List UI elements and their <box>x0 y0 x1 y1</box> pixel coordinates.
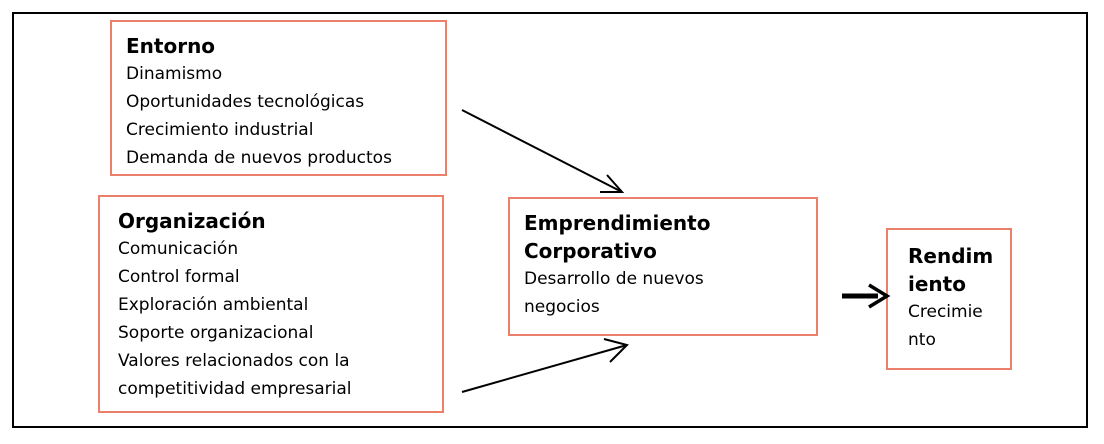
organizacion-item: competitividad empresarial <box>118 379 352 399</box>
organizacion-title: Organización <box>118 209 266 233</box>
rendimiento-title-line: iento <box>908 272 966 296</box>
entorno-title: Entorno <box>126 34 216 58</box>
emprendimiento-title-line: Emprendimiento <box>524 211 711 235</box>
organizacion-item: Comunicación <box>118 239 239 259</box>
entorno-item: Demanda de nuevos productos <box>126 148 392 168</box>
rendimiento-item: Crecimie <box>908 302 983 322</box>
rendimiento-title-line: Rendim <box>908 244 994 268</box>
diagram-frame <box>12 12 1088 428</box>
arrow-emprendimiento-to-rendimiento <box>842 283 891 309</box>
organizacion-item: Control formal <box>118 267 240 287</box>
rendimiento-box: Rendim iento Crecimie nto <box>886 228 1012 370</box>
arrow-organizacion-to-emprendimiento <box>461 338 629 393</box>
entorno-item: Dinamismo <box>126 64 223 84</box>
organizacion-item: Exploración ambiental <box>118 295 309 315</box>
rendimiento-item: nto <box>908 330 936 350</box>
organizacion-item: Valores relacionados con la <box>118 351 350 371</box>
entorno-item: Crecimiento industrial <box>126 120 314 140</box>
arrow-entorno-to-emprendimiento <box>461 109 625 193</box>
entorno-item: Oportunidades tecnológicas <box>126 92 365 112</box>
entorno-box: Entorno Dinamismo Oportunidades tecnológ… <box>110 20 447 176</box>
emprendimiento-title-line: Corporativo <box>524 239 657 263</box>
emprendimiento-box: Emprendimiento Corporativo Desarrollo de… <box>508 197 818 336</box>
organizacion-item: Soporte organizacional <box>118 323 314 343</box>
organizacion-box: Organización Comunicación Control formal… <box>98 195 444 413</box>
emprendimiento-item: negocios <box>524 297 600 317</box>
emprendimiento-item: Desarrollo de nuevos <box>524 269 704 289</box>
